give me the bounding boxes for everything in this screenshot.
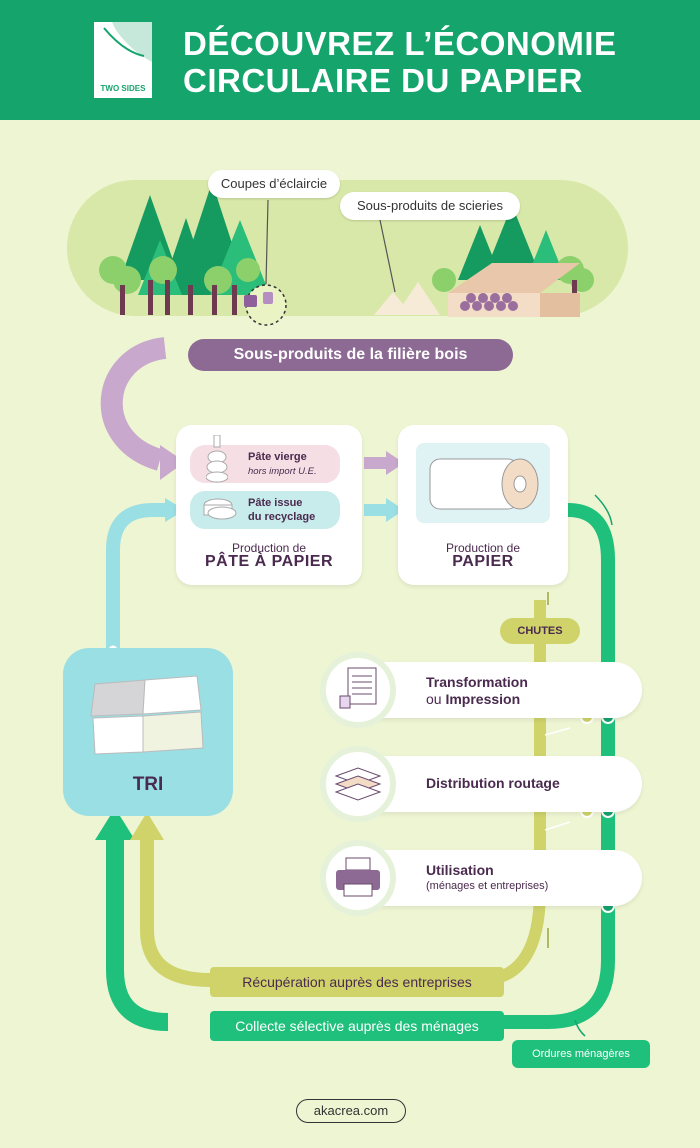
step-transformation-prefix: ou [426,691,446,707]
two-sides-logo: TWO SIDES [94,22,152,98]
credit-link[interactable]: akacrea.com [296,1099,406,1123]
virgin-pulp-note: hors import U.E. [248,466,317,477]
pulp-caption-text: Production de [231,541,307,555]
step-transformation: Transformation ou Impression [352,662,642,718]
step-use-title: Utilisation [426,862,494,878]
recycled-pulp-line2: du recyclage [248,511,316,523]
wood-byproducts-banner: Sous-produits de la filière bois [188,339,513,371]
paper-stack-icon [334,767,382,801]
recycled-pulp-pill: Pâte issue du recyclage [190,491,340,529]
paper-caption: Production de PAPIER [398,541,568,570]
paper-bales-icon [90,675,204,755]
pulp-production-card: Pâte vierge hors import U.E. Pâte issue … [176,425,362,585]
step-distribution: Distribution routage [352,756,642,812]
step-transformation-bold: Impression [445,691,521,707]
recycled-pulp-line1: Pâte issue [248,497,303,509]
sorting-box: TRI [63,648,233,816]
printed-document-icon [339,667,377,709]
household-collection-label: Collecte sélective auprès des ménages [210,1011,504,1041]
step-distribution-label: Distribution routage [426,775,560,791]
recycled-pulp-icon [203,498,237,520]
paper-caption-text: Production de [445,541,521,555]
callout-sawmill: Sous-produits de scieries [340,192,520,220]
paper-production-card: Production de PAPIER [398,425,568,585]
step-transformation-line1: Transformation [426,674,528,690]
callout-thinning: Coupes d’éclaircie [208,170,340,198]
step-use: Utilisation (ménages et entreprises) [352,850,642,906]
virgin-pulp-icon [206,435,228,483]
step-transformation-line2: ou Impression [426,691,520,708]
distribution-icon-circle [320,746,396,822]
virgin-pulp-title: Pâte vierge [248,451,307,463]
step-use-note: (ménages et entreprises) [426,880,549,892]
chutes-badge: CHUTES [500,618,580,644]
household-waste-label: Ordures ménagères [512,1040,650,1068]
virgin-pulp-pill: Pâte vierge hors import U.E. [190,435,340,483]
page-title-line2: CIRCULAIRE DU PAPIER [183,62,583,99]
paper-title: PAPIER [452,553,514,570]
page-title-line1: DÉCOUVREZ L’ÉCONOMIE [183,25,617,62]
logo-text: TWO SIDES [100,84,146,93]
use-icon-circle [320,840,396,916]
print-icon-circle [320,652,396,728]
paper-roll-icon [429,458,539,510]
pulp-caption: Production de PÂTE À PAPIER [176,541,362,570]
pulp-title: PÂTE À PAPIER [205,553,333,570]
flow-arrows [95,337,615,1037]
business-collection-label: Récupération auprès des entreprises [210,967,504,997]
sorting-label: TRI [132,774,164,795]
printer-icon [336,857,380,897]
